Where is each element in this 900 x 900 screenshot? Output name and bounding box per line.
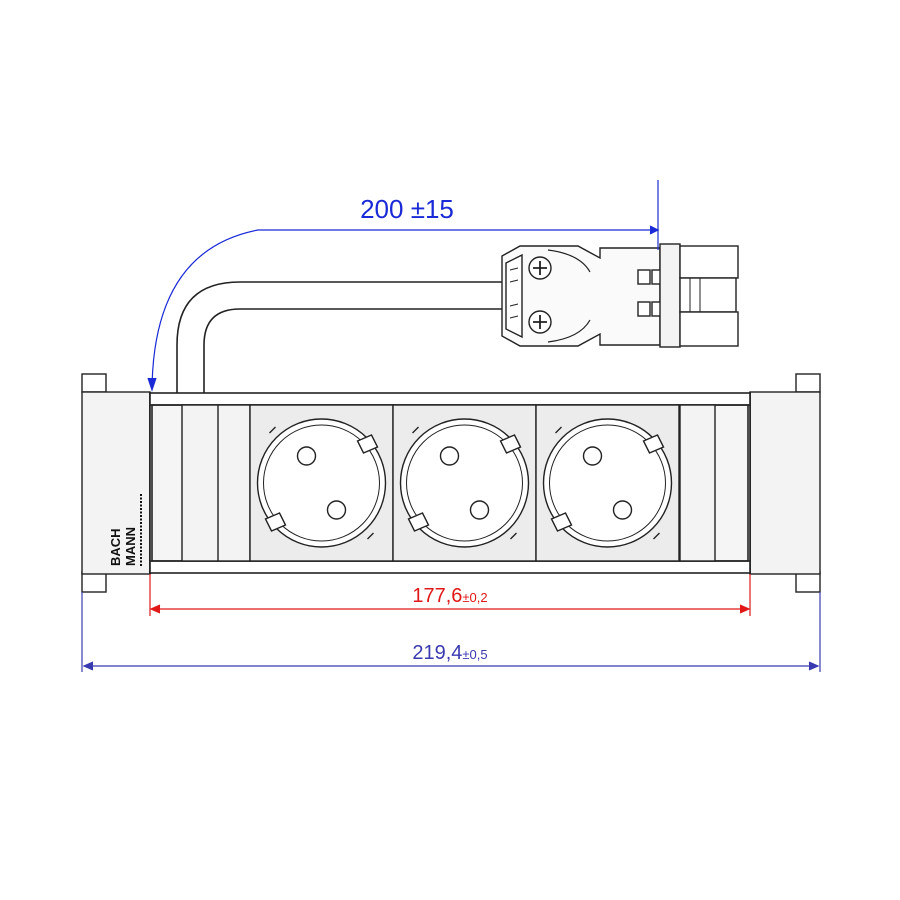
dimension-overall-label: 219,4±0,5 <box>412 642 487 664</box>
right-end-cap <box>749 373 821 593</box>
pin-hole-icon <box>439 446 460 466</box>
dimension-overall-value: 219,4 <box>412 642 462 664</box>
earth-clip-icon <box>499 434 522 454</box>
pin-hole-icon <box>326 500 347 520</box>
dimension-overall-tolerance: ±0,5 <box>462 647 487 662</box>
svg-text:MANN: MANN <box>123 527 138 566</box>
pin-hole-icon <box>469 500 490 520</box>
schuko-socket <box>535 404 680 562</box>
pin-hole-icon <box>612 500 633 520</box>
earth-clip-icon <box>550 512 573 532</box>
dimension-inner-length <box>149 574 751 616</box>
dimension-inner-tolerance: ±0,2 <box>462 590 487 605</box>
dimension-cable-length <box>147 180 660 392</box>
pin-hole-icon <box>296 446 317 466</box>
cable <box>176 281 502 393</box>
pin-hole-icon <box>582 446 603 466</box>
dimension-overall-length <box>81 592 821 672</box>
connector-plug <box>501 243 739 348</box>
schuko-socket <box>249 404 394 562</box>
dimension-cable-label: 200 ±15 <box>360 194 454 224</box>
socket-row <box>249 404 680 562</box>
svg-text:BACH: BACH <box>108 528 123 566</box>
earth-clip-icon <box>407 512 430 532</box>
blank-insert-right <box>679 404 716 562</box>
earth-clip-icon <box>642 434 665 454</box>
blank-insert-left <box>181 404 251 562</box>
dimension-inner-label: 177,6±0,2 <box>412 585 487 607</box>
earth-clip-icon <box>264 512 287 532</box>
earth-clip-icon <box>356 434 379 454</box>
brand-logo: BACH MANN <box>108 494 142 566</box>
dimension-inner-value: 177,6 <box>412 585 462 607</box>
schuko-socket <box>392 404 537 562</box>
